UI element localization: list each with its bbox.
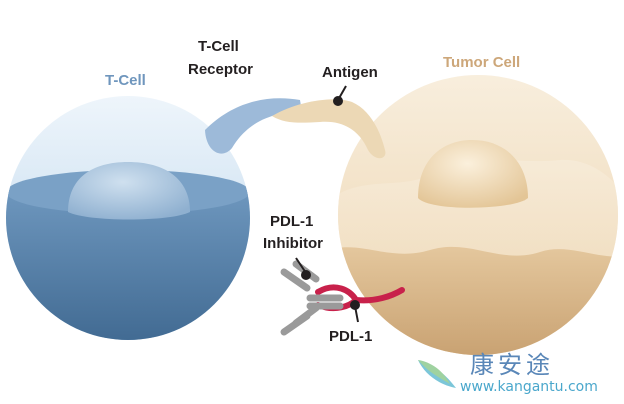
- t-cell-receptor: [205, 98, 302, 154]
- antigen-shape: [272, 99, 386, 159]
- antigen-label: Antigen: [322, 64, 378, 81]
- pdl1-inhibitor-label-line2: Inhibitor: [263, 235, 323, 252]
- pointers: [295, 85, 360, 323]
- t-cell-receptor-label-line1: T-Cell: [198, 38, 239, 55]
- t-cell-nucleus: [68, 162, 190, 220]
- pdl1-inhibitor-label-line1: PDL-1: [270, 213, 314, 230]
- pdl1-label: PDL-1: [329, 328, 373, 345]
- watermark-logo: [418, 360, 456, 388]
- tumor-cell: [338, 75, 618, 355]
- watermark-url: www.kangantu.com: [460, 379, 598, 395]
- watermark-chinese-text: 康安途: [470, 351, 554, 379]
- tumor-nucleus: [418, 140, 528, 208]
- t-cell-receptor-label-line2: Receptor: [188, 61, 254, 78]
- tumor-cell-label: Tumor Cell: [443, 54, 521, 71]
- pdl1-inhibitor-antibody: [280, 260, 344, 336]
- t-cell-label: T-Cell: [105, 72, 146, 89]
